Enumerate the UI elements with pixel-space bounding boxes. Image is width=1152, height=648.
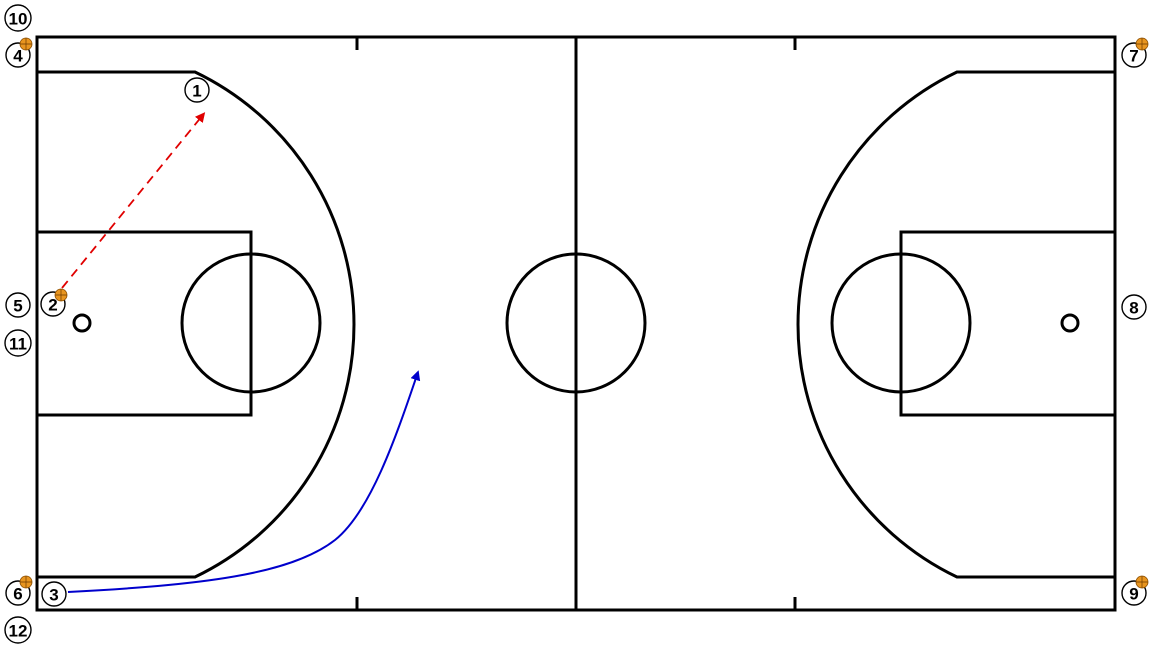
svg-text:11: 11 (9, 335, 27, 354)
right-free-throw-circle (830, 252, 972, 394)
svg-text:7: 7 (1129, 47, 1138, 66)
left-half-court (35, 70, 356, 579)
sideline-ticks (355, 37, 797, 610)
svg-text:1: 1 (192, 82, 201, 101)
svg-text:12: 12 (9, 622, 28, 641)
left-key (35, 230, 253, 417)
player-p3: 3 (41, 581, 67, 607)
dribble-arrow (67, 370, 421, 593)
right-key (899, 230, 1117, 417)
player-p9: 9 (1121, 575, 1149, 606)
basketball-icon (1135, 575, 1149, 589)
left-basket (72, 313, 92, 333)
right-three-point-line (796, 70, 1115, 579)
svg-text:10: 10 (9, 10, 28, 29)
svg-text:9: 9 (1129, 585, 1138, 604)
basketball-icon (54, 288, 68, 302)
right-basket (1060, 313, 1080, 333)
center-circle (505, 252, 647, 394)
player-p5: 5 (5, 292, 31, 318)
player-p1: 1 (184, 77, 210, 103)
basketball-icon (1135, 37, 1149, 51)
right-half-court (796, 70, 1117, 579)
pass-arrow (61, 112, 206, 289)
player-p10: 10 (4, 4, 32, 32)
player-p8: 8 (1121, 294, 1147, 320)
player-p11: 11 (4, 329, 32, 357)
player-p6: 6 (5, 575, 33, 606)
svg-text:2: 2 (48, 296, 57, 315)
player-p7: 7 (1121, 37, 1149, 68)
left-free-throw-circle (180, 252, 322, 394)
basketball-icon (19, 37, 33, 51)
svg-text:6: 6 (13, 585, 22, 604)
player-p12: 12 (4, 616, 32, 644)
left-three-point-line (37, 70, 356, 579)
player-p2: 2 (40, 288, 68, 317)
svg-text:3: 3 (49, 586, 58, 605)
svg-text:8: 8 (1129, 299, 1138, 318)
svg-text:4: 4 (13, 47, 23, 66)
player-p4: 4 (5, 37, 33, 68)
svg-text:5: 5 (13, 297, 22, 316)
basketball-icon (19, 575, 33, 589)
